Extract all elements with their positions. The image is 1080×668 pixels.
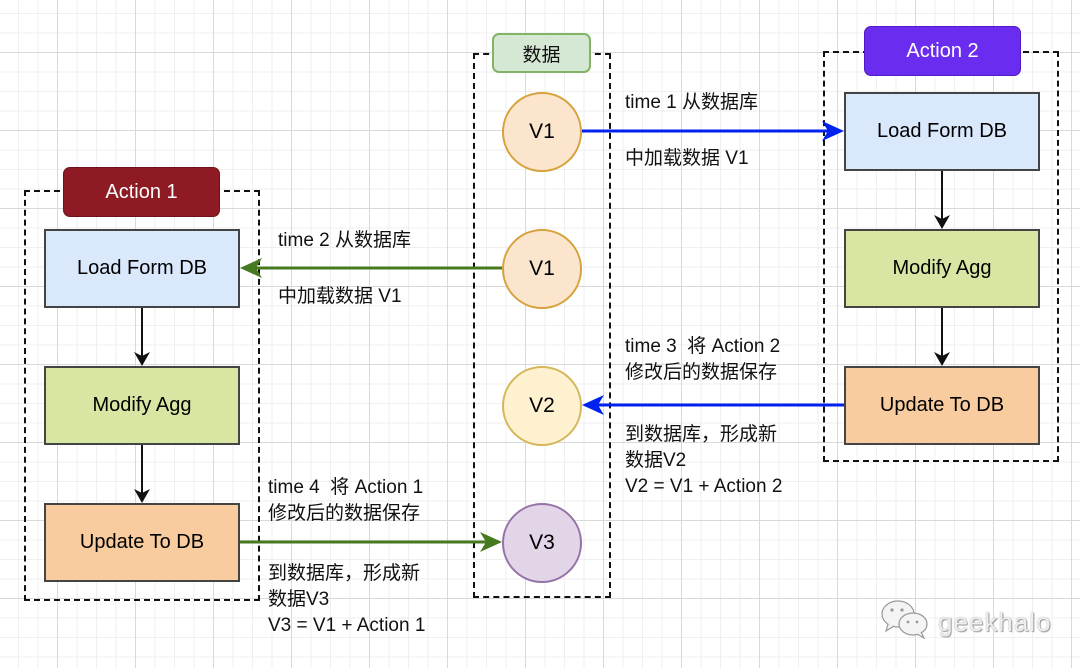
edge-time1-label-below: 中加载数据 V1 — [625, 148, 749, 169]
data-node-v1-first[interactable]: V1 — [502, 92, 582, 172]
action1-load-form-db[interactable]: Load Form DB — [44, 229, 240, 308]
wechat-icon — [880, 598, 932, 647]
edge-time2-label-below: 中加载数据 V1 — [278, 286, 402, 307]
edge-time3-label-above: time 3 将 Action 2 修改后的数据保存 — [625, 336, 781, 383]
edge-time3-label-below: 到数据库，形成新 数据V2 V2 = V1 + Action 2 — [625, 424, 783, 497]
data-node-v3[interactable]: V3 — [502, 503, 582, 583]
data-node-v1-second[interactable]: V1 — [502, 229, 582, 309]
edge-time4-label-below: 到数据库，形成新 数据V3 V3 = V1 + Action 1 — [268, 563, 426, 636]
action2-tag: Action 2 — [864, 26, 1021, 76]
edge-time1-arrow — [582, 121, 844, 141]
edge-time2-label-above: time 2 从数据库 — [278, 230, 412, 251]
action2-modify-agg[interactable]: Modify Agg — [844, 229, 1040, 308]
watermark: geekhalo — [880, 598, 1052, 647]
action2-flow-arrow-2 — [934, 308, 950, 366]
action1-flow-arrow-1 — [134, 308, 150, 366]
action1-tag: Action 1 — [63, 167, 220, 217]
action2-update-to-db[interactable]: Update To DB — [844, 366, 1040, 445]
action2-load-form-db[interactable]: Load Form DB — [844, 92, 1040, 171]
edge-time3-arrow — [582, 395, 844, 415]
data-node-v2[interactable]: V2 — [502, 366, 582, 446]
edge-time2-arrow — [240, 258, 502, 278]
edge-time4-label-above: time 4 将 Action 1 修改后的数据保存 — [268, 477, 424, 524]
watermark-text: geekhalo — [938, 607, 1052, 637]
edge-time1-label-above: time 1 从数据库 — [625, 92, 759, 113]
edge-time4-arrow — [240, 532, 502, 552]
action1-update-to-db[interactable]: Update To DB — [44, 503, 240, 582]
action1-modify-agg[interactable]: Modify Agg — [44, 366, 240, 445]
action1-flow-arrow-2 — [134, 445, 150, 503]
data-tag: 数据 — [492, 33, 591, 73]
action2-flow-arrow-1 — [934, 171, 950, 229]
